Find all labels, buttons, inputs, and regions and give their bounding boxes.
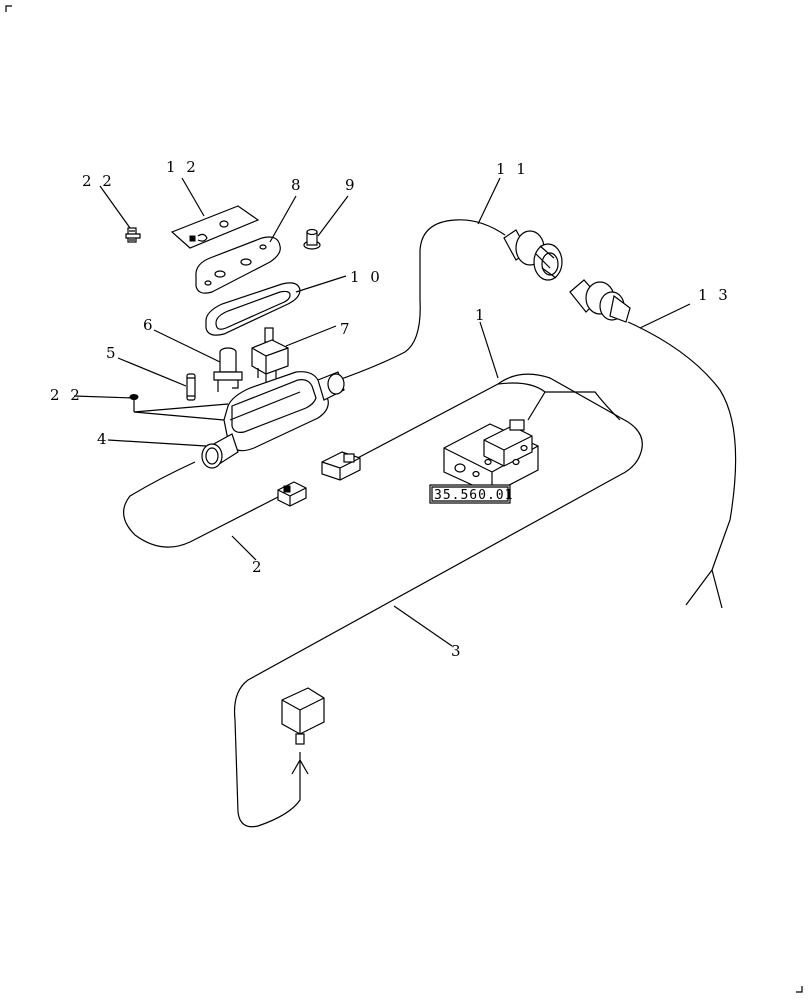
decal-plate-12 <box>170 205 260 249</box>
harness-1 <box>497 382 621 421</box>
callout-8: 8 <box>291 176 304 194</box>
circular-connector-13 <box>569 279 631 323</box>
callout-6: 6 <box>143 316 156 334</box>
harness-2-top <box>349 373 643 476</box>
knob-9 <box>303 228 321 250</box>
callout-5: 5 <box>106 344 119 362</box>
harness-2 <box>123 461 285 548</box>
harness-13-split <box>685 569 723 609</box>
harness-3 <box>233 474 621 828</box>
reference-box: 35.560.01 <box>429 484 513 504</box>
callout-3: 3 <box>451 642 464 660</box>
callout-9: 9 <box>345 176 358 194</box>
callout-22-bottom: 2 2 <box>50 386 83 404</box>
plug-connector-large <box>321 451 361 481</box>
callout-4: 4 <box>97 430 110 448</box>
harness-13 <box>627 321 737 571</box>
callout-11: 1 1 <box>496 160 529 178</box>
plug-connector-small <box>277 481 307 507</box>
harness-11 <box>314 219 506 389</box>
toggle-switch-7 <box>251 327 289 382</box>
reference-label: 35.560.01 <box>434 488 513 503</box>
gasket-10 <box>205 282 301 336</box>
leader-lines <box>73 177 691 647</box>
callouts: 2 2 1 2 8 9 1 0 6 7 5 2 2 4 1 1 1 3 1 2 … <box>50 158 731 660</box>
callout-13: 1 3 <box>698 286 731 304</box>
valve-block <box>443 419 539 495</box>
fuse-5 <box>186 373 196 401</box>
bezel-8 <box>195 236 281 294</box>
sensor <box>281 687 325 745</box>
callout-1: 1 <box>475 306 488 324</box>
callout-2: 2 <box>252 558 265 576</box>
corner-marks <box>5 5 803 993</box>
callout-22-top: 2 2 <box>82 172 115 190</box>
circular-connector-11 <box>503 229 563 281</box>
bolt-22-top <box>125 227 141 243</box>
fuse-holder-6 <box>213 347 243 392</box>
callout-12: 1 2 <box>166 158 199 176</box>
screw-22-bottom <box>129 394 139 412</box>
callout-10: 1 0 <box>350 268 383 286</box>
harness-3-split <box>291 759 309 775</box>
junction-box <box>201 371 345 469</box>
callout-7: 7 <box>340 320 353 338</box>
